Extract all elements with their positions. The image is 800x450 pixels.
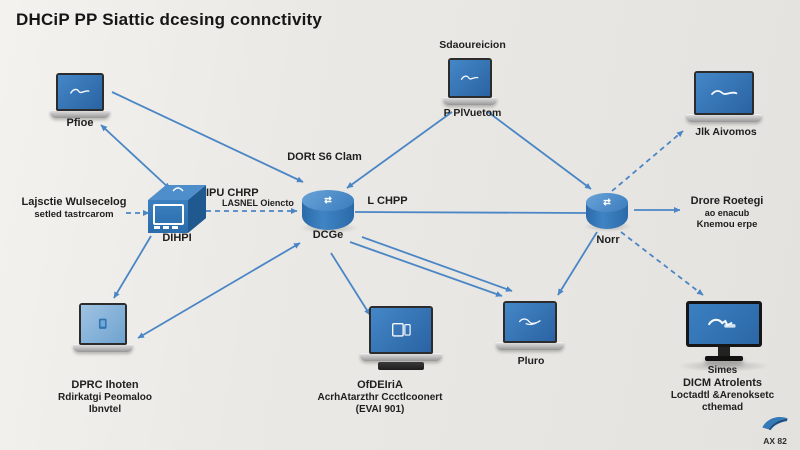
right-note-line1: Drore Roetegi bbox=[690, 195, 764, 207]
link-label-lasnel: LASNEL Oiencto bbox=[222, 198, 294, 208]
laptop-bottom-center-label: OfDEIriA AcrhAtarzthr Ccctlcoonert (EVAI… bbox=[295, 379, 465, 416]
link-laptopTC-routerC bbox=[346, 111, 453, 189]
link-laptopTC-routerR bbox=[487, 111, 592, 190]
vendor-logo-icon bbox=[70, 89, 90, 94]
label-line: (EVAI 901) bbox=[355, 403, 405, 415]
left-note: Lajsctie Wulsecelog setled tastrcarom bbox=[14, 196, 134, 220]
vendor-logo-icon bbox=[518, 318, 541, 326]
swoosh-logo-icon bbox=[762, 417, 788, 431]
laptop-top-right-label: Jlk Aivomos bbox=[695, 126, 757, 138]
link-routerC-laptopBL bbox=[137, 242, 301, 339]
monitor-screen bbox=[686, 301, 762, 347]
label-line: Simes bbox=[707, 365, 738, 376]
laptop-top-left bbox=[50, 73, 110, 118]
right-note-line3: Knemou erpe bbox=[696, 218, 758, 230]
laptop-screen bbox=[56, 73, 104, 111]
monitor-base bbox=[705, 356, 743, 361]
laptop-base bbox=[496, 342, 564, 350]
link-routerC-laptopPluro-2 bbox=[361, 236, 513, 292]
monitor-bottom-right-label: Simes DICM Atrolents Loctadtl &Arenokset… bbox=[650, 365, 795, 413]
link-label-ipu-chrp: IPU CHRP bbox=[206, 187, 259, 199]
laptop-bottom-center bbox=[360, 306, 442, 370]
router-center: ⇄ bbox=[302, 190, 354, 230]
laptop-base bbox=[443, 97, 497, 105]
diagram-title: DHCiP PP Siattic dcesing connctivity bbox=[16, 10, 323, 29]
laptop-screen bbox=[79, 303, 127, 345]
monitor-shadow bbox=[676, 360, 772, 372]
laptop-screen bbox=[694, 71, 754, 115]
laptop-screen bbox=[503, 301, 557, 343]
switch-label: DIHPI bbox=[162, 232, 192, 244]
right-note: Drore Roetegi ao enacub Knemou erpe bbox=[668, 195, 786, 230]
top-center-note: DORt S6 Clam bbox=[287, 151, 362, 163]
laptop-bottom-mid-label: Pluro bbox=[517, 355, 545, 367]
label-line: DPRC Ihoten bbox=[71, 379, 139, 391]
laptop-bottom-mid bbox=[496, 301, 564, 350]
laptop-screen bbox=[369, 306, 433, 354]
laptop-top-center-label-below: P PlVuetom bbox=[443, 107, 502, 119]
router-top: ⇄ bbox=[586, 193, 628, 212]
laptop-top-center bbox=[443, 58, 497, 105]
label-line: cthemad bbox=[701, 401, 744, 413]
laptop-base bbox=[73, 344, 133, 352]
link-label-l-chpp: L CHPP bbox=[367, 195, 408, 207]
link-routerC-routerR bbox=[354, 211, 587, 214]
vendor-logo-icon bbox=[710, 89, 738, 95]
left-note-line2: setled tastrcarom bbox=[34, 208, 114, 220]
laptop-top-right bbox=[686, 71, 762, 122]
monitor-stand bbox=[718, 347, 730, 356]
switch-panel-outline bbox=[153, 204, 184, 225]
link-laptopTL-routerC bbox=[111, 91, 304, 183]
laptop-screen bbox=[448, 58, 492, 98]
laptop-top-left-label: Pfioe bbox=[66, 117, 94, 129]
monitor-bottom-right bbox=[686, 301, 762, 361]
label-line: AcrhAtarzthr Ccctlcoonert bbox=[317, 391, 443, 403]
docking-station bbox=[378, 362, 424, 370]
window-icon bbox=[391, 323, 411, 337]
label-line: Loctadtl &Arenoksetc bbox=[670, 389, 775, 401]
switch-device bbox=[148, 185, 206, 235]
link-routerR-laptopTR bbox=[611, 130, 684, 192]
left-note-line1: Lajsctie Wulsecelog bbox=[21, 196, 127, 208]
vendor-logo-icon bbox=[707, 318, 736, 328]
router-right: ⇄ bbox=[586, 193, 628, 229]
laptop-base bbox=[686, 114, 762, 122]
link-switch-laptopTL bbox=[100, 124, 171, 190]
link-routerC-laptopPluro-1 bbox=[349, 241, 503, 297]
vendor-logo-icon bbox=[461, 75, 479, 80]
switch-top-face bbox=[148, 185, 206, 200]
document-icon bbox=[99, 318, 107, 330]
watermark-logo: AX 82 bbox=[756, 413, 794, 446]
laptop-bottom-left bbox=[73, 303, 133, 352]
router-right-label: Norr bbox=[596, 234, 620, 246]
right-note-line2: ao enacub bbox=[704, 207, 750, 218]
switch-ports bbox=[154, 226, 160, 229]
watermark-text: AX 82 bbox=[763, 436, 787, 446]
label-line: OfDEIriA bbox=[357, 379, 403, 391]
router-top: ⇄ bbox=[302, 190, 354, 211]
routing-arrows-icon: ⇄ bbox=[324, 194, 332, 205]
label-line: Rdirkatgi Peomaloo bbox=[58, 391, 152, 403]
laptop-bottom-left-label: DPRC Ihoten Rdirkatgi Peomaloo Ibnvtel bbox=[25, 379, 185, 416]
label-line: DICM Atrolents bbox=[682, 376, 763, 389]
laptop-top-center-label-above: Sdaoureicion bbox=[439, 39, 506, 51]
router-center-label: DCGe bbox=[312, 229, 344, 241]
switch-front-face bbox=[148, 200, 188, 233]
link-switch-laptopBL bbox=[113, 235, 152, 299]
wifi-icon bbox=[172, 187, 184, 192]
label-line: Ibnvtel bbox=[88, 403, 122, 415]
switch-side-face bbox=[188, 185, 206, 233]
routing-arrows-icon: ⇄ bbox=[603, 196, 611, 207]
laptop-base bbox=[360, 353, 442, 361]
